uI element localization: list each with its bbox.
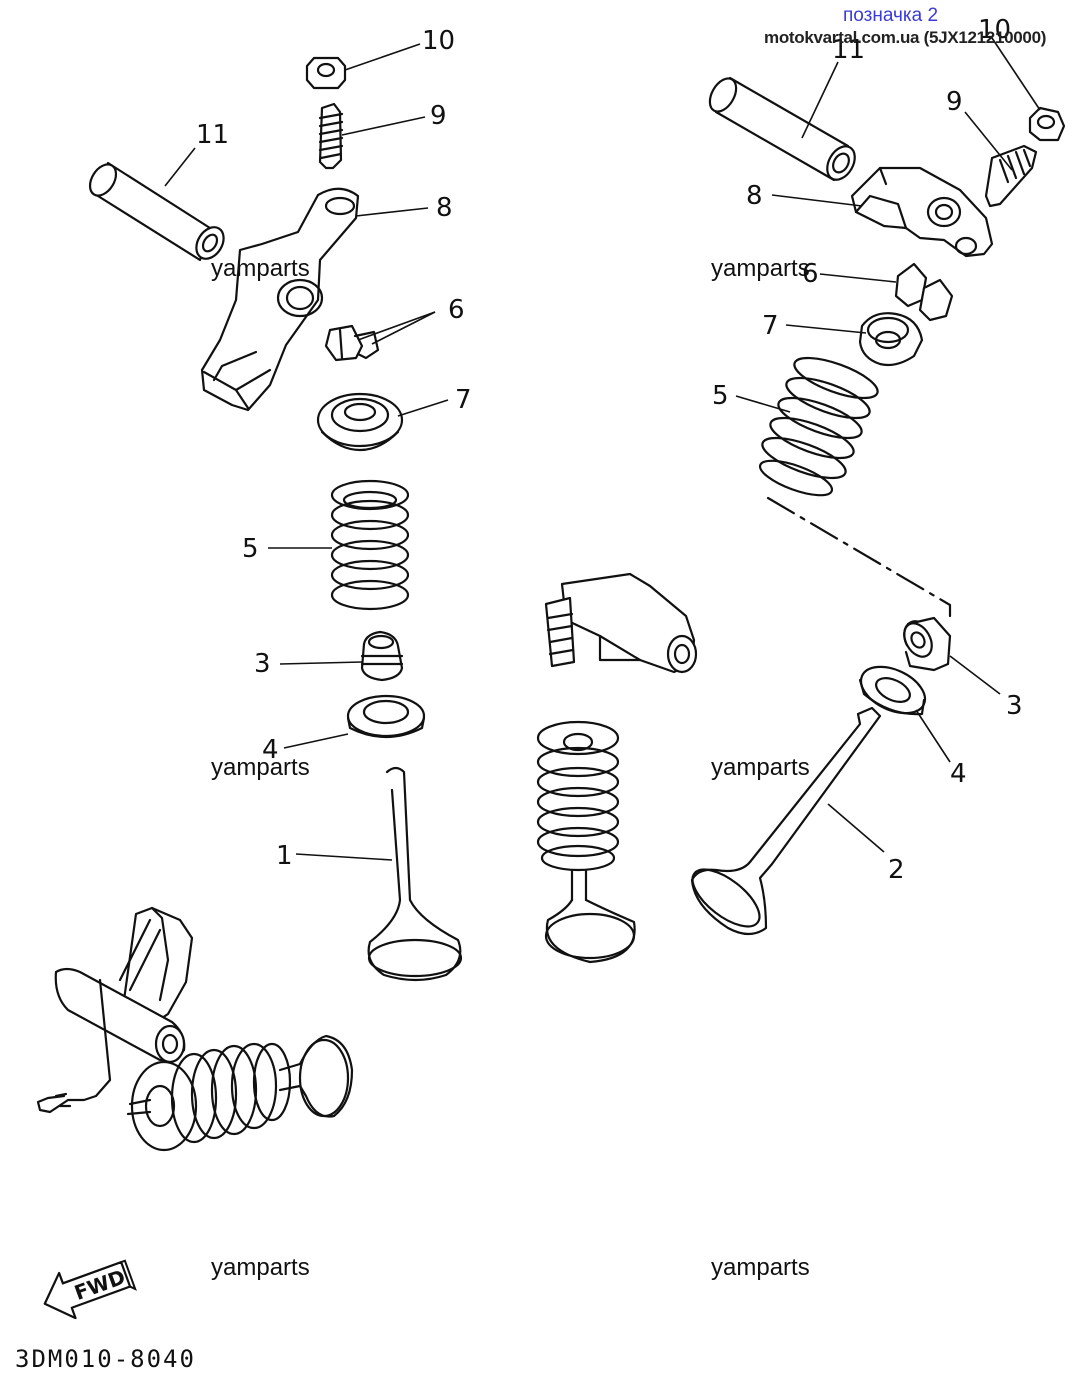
- valve-spring-left: [330, 479, 410, 611]
- callout-right-11: 11: [832, 35, 865, 65]
- callout-left-8: 8: [436, 193, 453, 223]
- callout-right-4: 4: [950, 759, 967, 789]
- spring-retainer-left: [316, 392, 404, 452]
- rocker-arm-left: [200, 187, 360, 412]
- header-mark: позначка 2: [843, 5, 939, 26]
- callout-right-2: 2: [888, 855, 905, 885]
- watermark: yamparts: [711, 1254, 810, 1281]
- valve-cotters-right: [894, 262, 954, 322]
- rocker-shaft-right: [708, 76, 856, 182]
- spring-seat-left: [346, 694, 426, 738]
- assembled-rocker-lower-left: [36, 906, 194, 1114]
- callout-right-9: 9: [946, 87, 963, 117]
- callout-left-5: 5: [242, 534, 259, 564]
- callout-left-11: 11: [196, 120, 229, 150]
- exhaust-valve: [690, 706, 882, 936]
- callout-left-6: 6: [448, 295, 465, 325]
- watermark: yamparts: [711, 255, 810, 282]
- callout-left-4: 4: [262, 735, 279, 765]
- callout-left-7: 7: [455, 385, 472, 415]
- callout-right-8: 8: [746, 181, 763, 211]
- rocker-shaft-left: [88, 161, 225, 262]
- callout-right-5: 5: [712, 381, 729, 411]
- assembly-axis-line: [766, 496, 952, 618]
- stem-seal-left: [360, 630, 404, 682]
- spring-retainer-right: [858, 312, 924, 367]
- nut-right: [1028, 106, 1066, 142]
- callout-right-7: 7: [762, 311, 779, 341]
- assembled-spring-valve-lower-left: [126, 1034, 354, 1152]
- callout-right-10: 10: [978, 15, 1011, 45]
- callout-right-3: 3: [1006, 691, 1023, 721]
- callout-left-9: 9: [430, 101, 447, 131]
- callout-left-10: 10: [422, 26, 455, 56]
- watermark: yamparts: [211, 754, 310, 781]
- valve-cotters-left: [324, 324, 380, 362]
- assembled-spring-valve-center: [536, 720, 636, 964]
- diagram-code: 3DM010-8040: [15, 1345, 196, 1373]
- nut-left: [305, 56, 347, 90]
- callout-right-6: 6: [802, 259, 819, 289]
- spring-seat-right: [858, 665, 927, 716]
- header-site: motokvartal.com.ua (5JX121210000): [764, 28, 1047, 47]
- watermark: yamparts: [211, 255, 310, 282]
- intake-valve: [367, 766, 463, 982]
- adjuster-screw-left: [318, 102, 344, 170]
- callout-left-1: 1: [276, 841, 293, 871]
- callout-left-3: 3: [254, 649, 271, 679]
- stem-seal-right: [903, 616, 952, 672]
- fwd-arrow-icon: FWD: [43, 1259, 137, 1320]
- adjuster-screw-right: [984, 144, 1038, 208]
- valve-spring-right: [758, 356, 879, 497]
- assembled-rocker-center: [544, 572, 698, 674]
- watermark: yamparts: [711, 754, 810, 781]
- watermark: yamparts: [211, 1254, 310, 1281]
- rocker-arm-right: [850, 166, 994, 258]
